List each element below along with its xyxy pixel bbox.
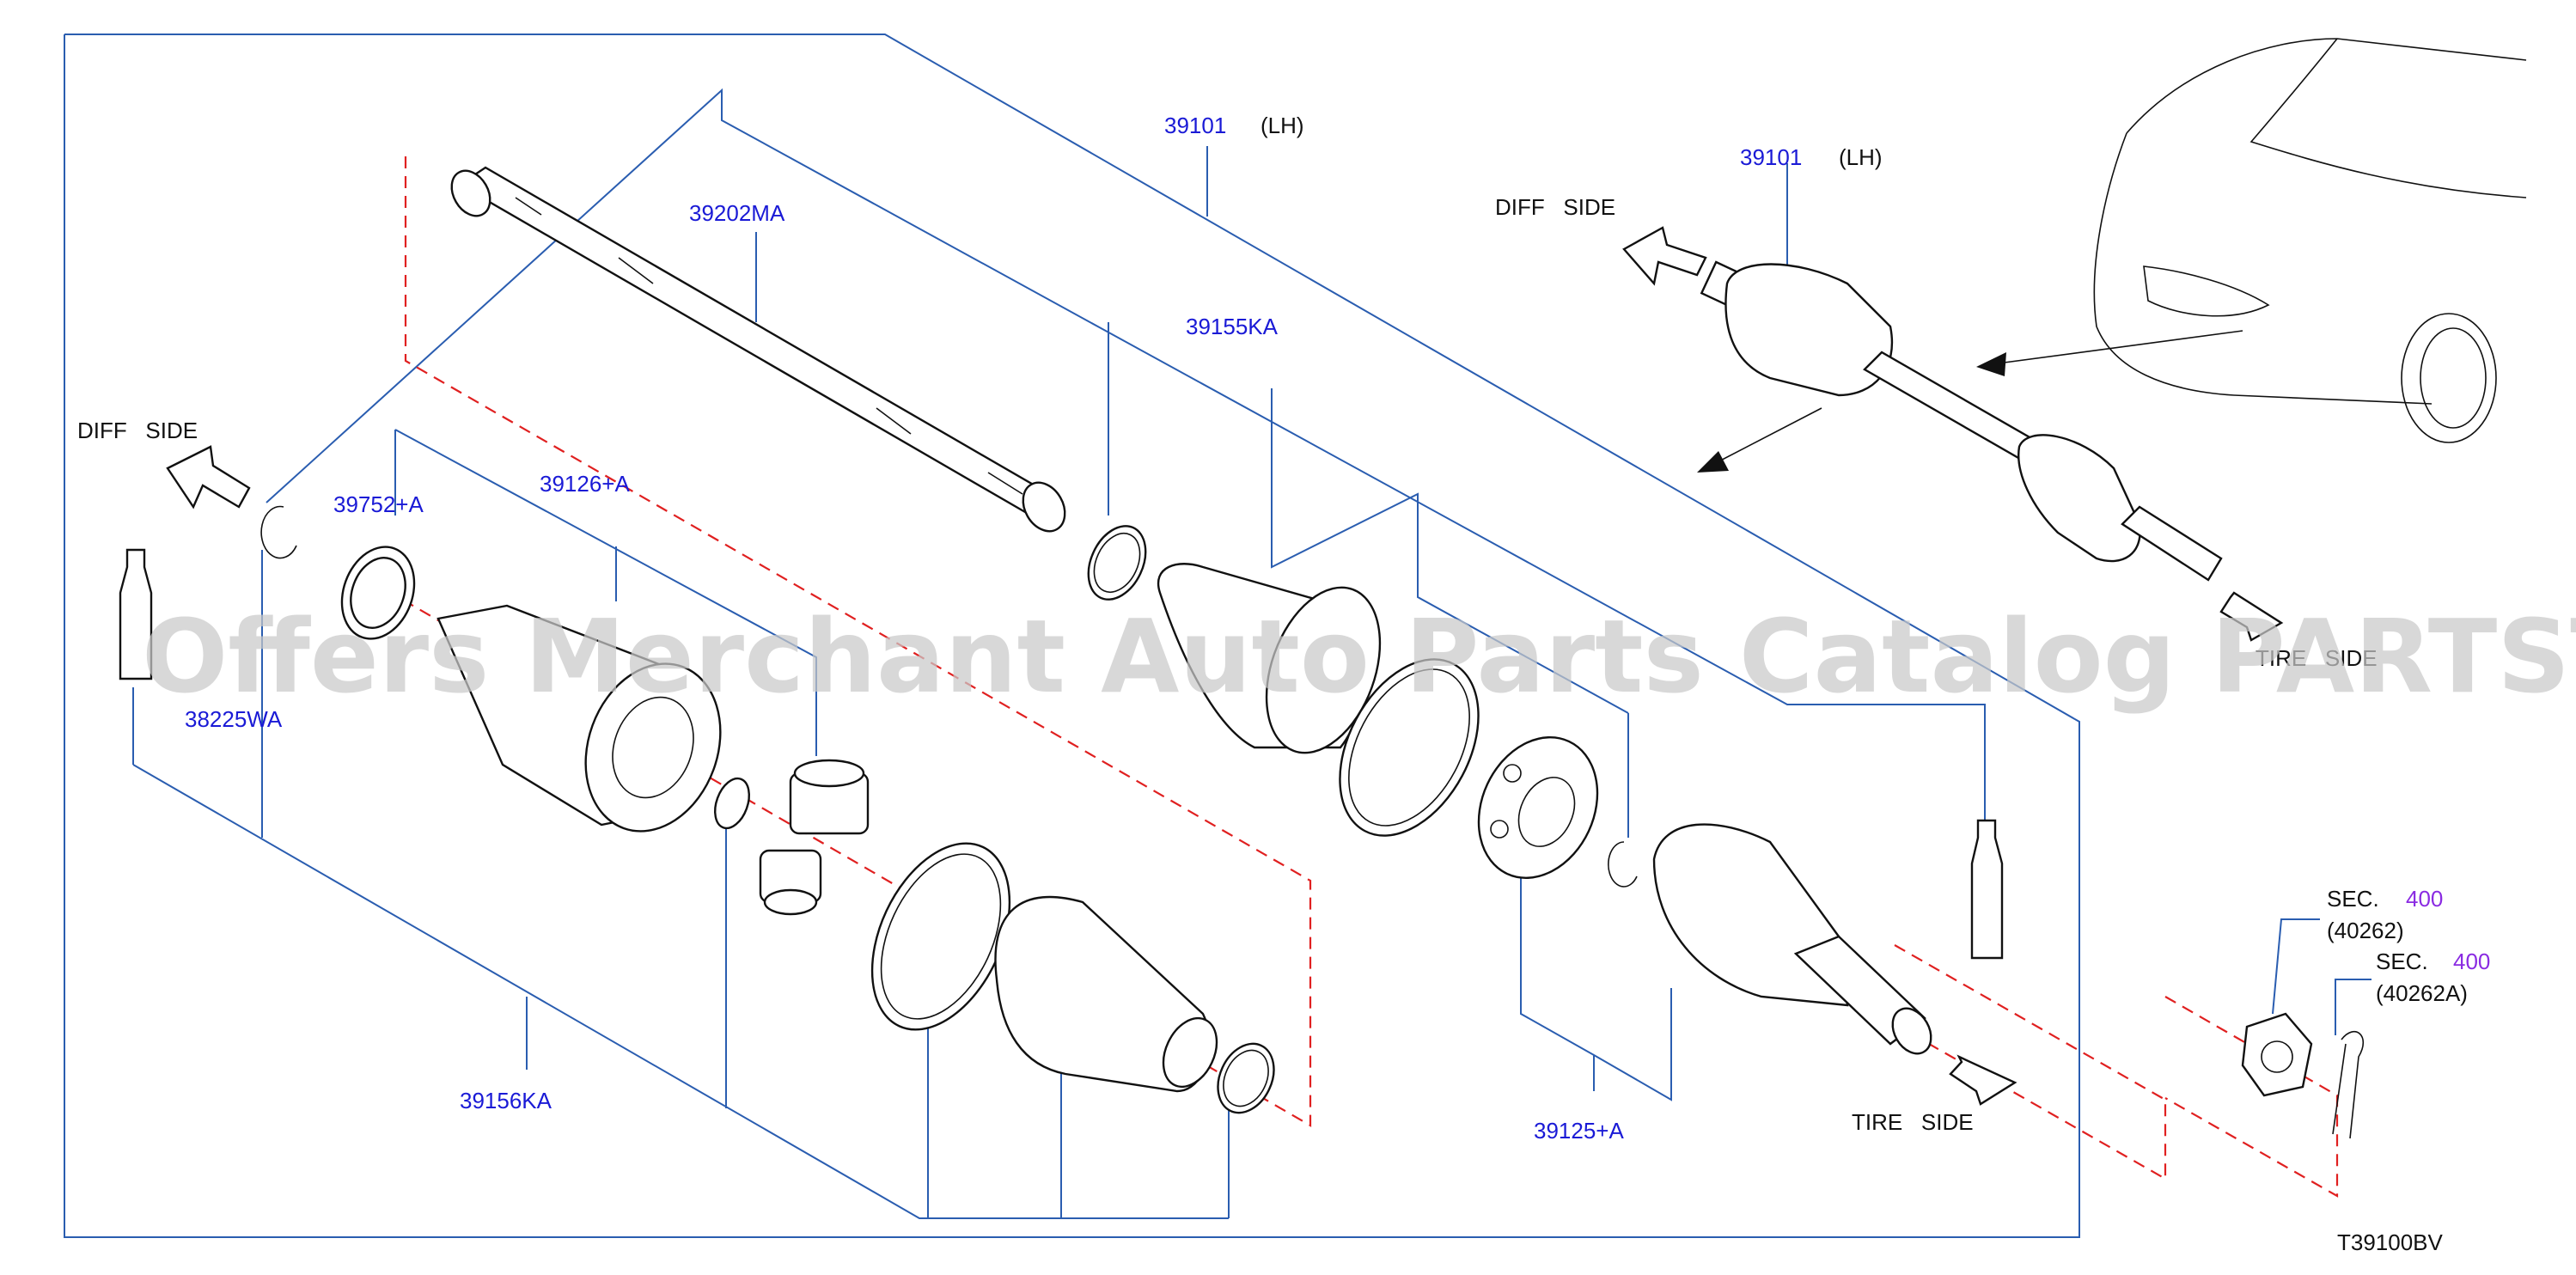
spider-assembly [759,759,870,916]
nut-40262 [2241,1012,2313,1097]
label-diff-side-left: DIFF SIDE [77,418,198,443]
label-39155ka: 39155KA [1186,314,1279,339]
label-pin-sec-number: 400 [2453,949,2490,974]
label-39752a: 39752+A [333,491,424,517]
label-nut-ref: (40262) [2327,918,2404,943]
grease-tube-38225wa [119,548,153,680]
label-39101-main-side: (LH) [1261,113,1304,138]
boot-band-large-inner [870,842,1011,1031]
label-39101-inset: 39101 [1740,144,1802,170]
diagram-code: T39100BV [2337,1229,2444,1255]
boot-outer [1157,563,1382,754]
circlip-outer [1608,841,1638,888]
inner-joint-housing-39126 [436,604,722,833]
boot-band-small-outer [1087,525,1147,601]
retainer-ring-39752 [340,546,416,640]
label-pin-ref: (40262A) [2376,980,2468,1006]
labels: 39101 (LH) 39101 (LH) 39202MA 39155KA 39… [77,113,2490,1255]
label-tire-side-bottom: TIRE SIDE [1852,1109,1974,1135]
leader-lines [64,34,2372,1238]
watermark: Offers Merchant Auto Parts Catalog PARTS… [142,597,2576,716]
label-39101-inset-side: (LH) [1839,144,1883,170]
label-diff-side-inset: DIFF SIDE [1495,194,1615,220]
circlip-left [260,505,297,559]
label-39126a: 39126+A [540,471,630,497]
label-39156ka: 39156KA [460,1088,552,1113]
label-38225wa: 38225WA [185,706,283,732]
label-pin-sec: SEC. [2376,949,2428,974]
snap-ring [714,777,750,830]
arrows [166,226,2284,1106]
label-nut-sec-number: 400 [2406,886,2443,912]
bearing-cage [1477,736,1599,879]
boot-inner [994,895,1218,1093]
cotter-pin-40262a [2332,1030,2365,1139]
label-39125a: 39125+A [1534,1118,1624,1144]
vehicle-outline [2093,38,2527,443]
grease-tube-outer [1970,819,2004,960]
label-39202ma: 39202MA [689,200,785,226]
outer-joint-39125 [1652,823,1932,1055]
shaft-39202ma [450,166,1066,533]
boot-band-small-inner [1217,1042,1275,1114]
label-39101-main: 39101 [1164,113,1226,138]
boot-band-large-outer [1339,658,1480,837]
label-tire-side-inset: TIRE SIDE [2256,645,2378,671]
label-nut-sec: SEC. [2327,886,2379,912]
inset-assembled-shaft [1700,260,2223,582]
